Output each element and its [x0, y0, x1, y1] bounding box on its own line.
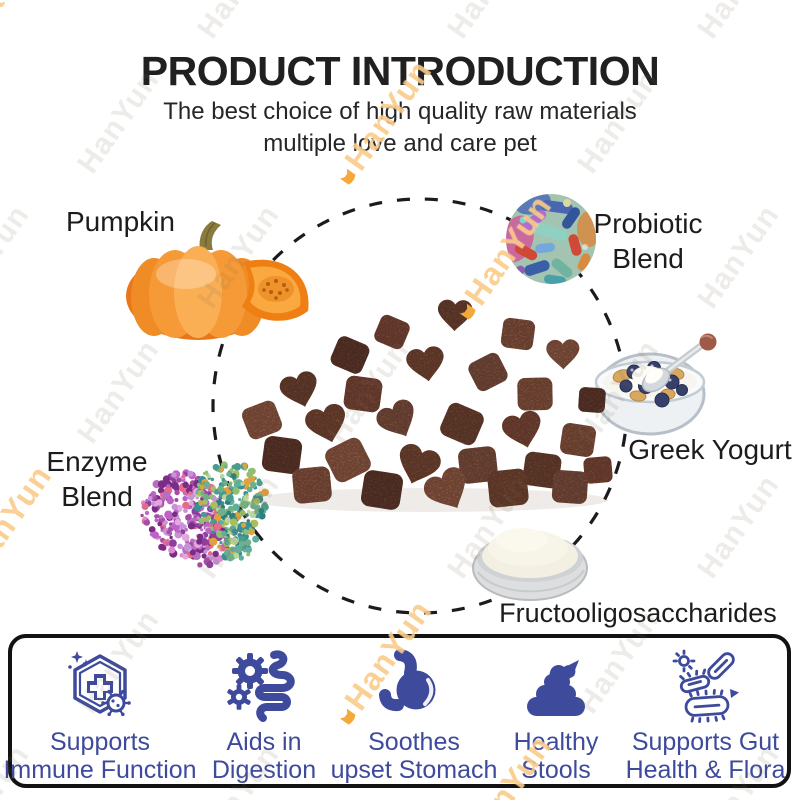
benefit-stomach: Soothes upset Stomach — [331, 638, 497, 784]
benefit-immune-label: Supports Immune Function — [3, 728, 197, 784]
pumpkin-label: Pumpkin — [66, 206, 175, 237]
benefit-stools: Healthy Stools — [488, 638, 624, 784]
subtitle-line-2: multiple love and care pet — [263, 129, 537, 157]
pumpkin-image — [126, 221, 309, 340]
enzyme-blend-image — [140, 461, 269, 569]
probiotic-blend-image — [506, 194, 596, 284]
benefit-digestion-label: Aids in Digestion — [211, 728, 317, 784]
gut-bacteria-icon — [672, 649, 739, 723]
benefit-gut-flora: Supports Gut Health & Flora — [624, 638, 787, 784]
healthy-stool-icon — [527, 660, 585, 716]
gears-intestine-icon — [226, 650, 295, 722]
benefit-stools-label: Healthy Stools — [513, 728, 599, 784]
benefit-digestion: Aids in Digestion — [188, 638, 340, 784]
stomach-icon — [379, 649, 436, 712]
greek-yogurt-image — [594, 333, 717, 436]
shield-immune-icon — [68, 651, 131, 717]
benefit-stomach-label: Soothes upset Stomach — [330, 728, 498, 784]
fructooligosaccharides-label: Fructooligosaccharides — [499, 598, 777, 628]
benefits-banner: Supports Immune Function — [3, 634, 791, 788]
page-subtitle: The best choice of high quality raw mate… — [0, 96, 800, 159]
benefit-immune: Supports Immune Function — [3, 638, 197, 784]
benefit-gut-flora-label: Supports Gut Health & Flora — [625, 728, 786, 784]
greek-yogurt-label: Greek Yogurt — [628, 434, 792, 465]
product-chews-image — [242, 299, 613, 512]
page-title: PRODUCT INTRODUCTION — [140, 48, 660, 94]
fructooligosaccharides-image — [472, 528, 588, 601]
subtitle-line-1: The best choice of high quality raw mate… — [163, 98, 637, 125]
enzyme-blend-label: Enzyme Blend — [46, 446, 148, 512]
probiotic-blend-label: Probiotic Blend — [593, 208, 703, 274]
